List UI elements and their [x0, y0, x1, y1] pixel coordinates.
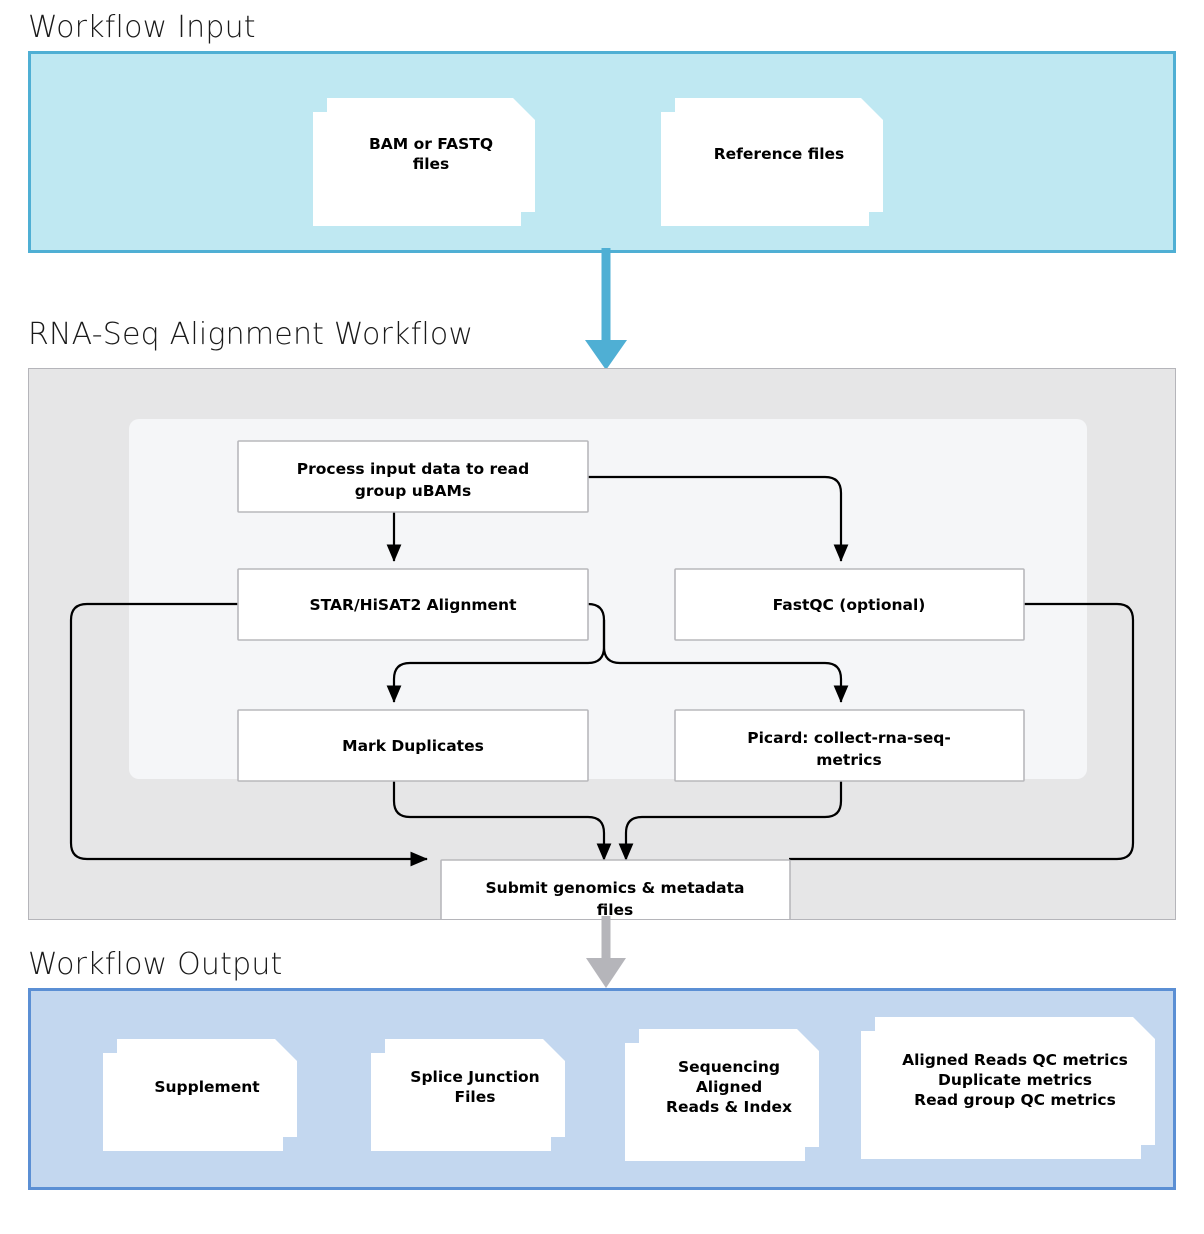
document-label: Splice Junction Files [410, 1068, 540, 1106]
edge-mark-duplicates-to-submit-files [392, 772, 612, 861]
edge-picard-metrics-to-submit-files [618, 772, 843, 861]
flow-node-label-line-2: files [597, 901, 634, 919]
edge-fastqc-to-submit-files [789, 602, 1135, 861]
flow-node-star-hisat2[interactable]: STAR/HiSAT2 Alignment [237, 568, 589, 641]
flow-node-picard-metrics[interactable]: Picard: collect-rna-seq- metrics [674, 709, 1025, 782]
workflow-output-panel: Supplement Splice Junction Files Sequenc… [28, 988, 1176, 1190]
document-label: Supplement [154, 1078, 260, 1097]
workflow-input-title: Workflow Input [28, 10, 256, 45]
rna-seq-alignment-workflow-title: RNA-Seq Alignment Workflow [28, 317, 474, 352]
workflow-to-output-arrow [586, 916, 626, 988]
workflow-output-title: Workflow Output [28, 947, 283, 982]
flow-node-label-line-1: Submit genomics & metadata [486, 879, 745, 897]
workflow-flowchart: Process input data to read group uBAMs S… [69, 440, 1135, 919]
workflow-input-panel: BAM or FASTQ files Reference files [28, 51, 1176, 253]
flow-node-label: Mark Duplicates [342, 737, 484, 755]
document-label: Aligned Reads QC metrics Duplicate metri… [902, 1051, 1128, 1109]
document-front-page: Supplement [117, 1039, 297, 1137]
output-document-sequencing-aligned-reads-index: Sequencing Aligned Reads & Index [625, 1029, 819, 1161]
document-label: Sequencing Aligned Reads & Index [666, 1058, 792, 1116]
edge-star-hisat2-to-mark-duplicates [386, 602, 606, 703]
flow-node-process-input[interactable]: Process input data to read group uBAMs [237, 440, 589, 513]
flow-node-mark-duplicates[interactable]: Mark Duplicates [237, 709, 589, 782]
flow-node-label-line-2: metrics [816, 751, 881, 769]
flow-node-label: FastQC (optional) [773, 596, 926, 614]
edge-star-hisat2-to-picard-metrics [602, 620, 849, 703]
input-document-bam-or-fastq-files: BAM or FASTQ files [313, 98, 535, 226]
document-front-page: Sequencing Aligned Reads & Index [639, 1029, 819, 1147]
rna-seq-alignment-workflow-panel: Process input data to read group uBAMs S… [28, 368, 1176, 920]
edge-star-hisat2-to-submit-files [69, 602, 428, 867]
document-front-page: Reference files [675, 98, 883, 212]
flow-node-label-line-1: Picard: collect-rna-seq- [747, 729, 951, 747]
document-label: BAM or FASTQ files [368, 135, 494, 173]
flow-node-label-line-2: group uBAMs [355, 482, 471, 500]
flow-node-label-line-1: Process input data to read [297, 460, 529, 478]
output-document-qc-metrics: Aligned Reads QC metrics Duplicate metri… [861, 1017, 1155, 1159]
document-front-page: BAM or FASTQ files [327, 98, 535, 212]
flow-node-label: STAR/HiSAT2 Alignment [310, 596, 518, 614]
document-label: Reference files [713, 145, 845, 164]
input-to-workflow-arrow [585, 248, 627, 370]
flow-node-fastqc[interactable]: FastQC (optional) [674, 568, 1025, 641]
document-front-page: Splice Junction Files [385, 1039, 565, 1137]
flow-node-submit-files[interactable]: Submit genomics & metadata files [440, 859, 791, 919]
output-document-splice-junction-files: Splice Junction Files [371, 1039, 565, 1151]
output-document-supplement: Supplement [103, 1039, 297, 1151]
document-front-page: Aligned Reads QC metrics Duplicate metri… [875, 1017, 1155, 1145]
edge-process-input-to-fastqc [588, 475, 849, 562]
input-document-reference-files: Reference files [661, 98, 883, 226]
